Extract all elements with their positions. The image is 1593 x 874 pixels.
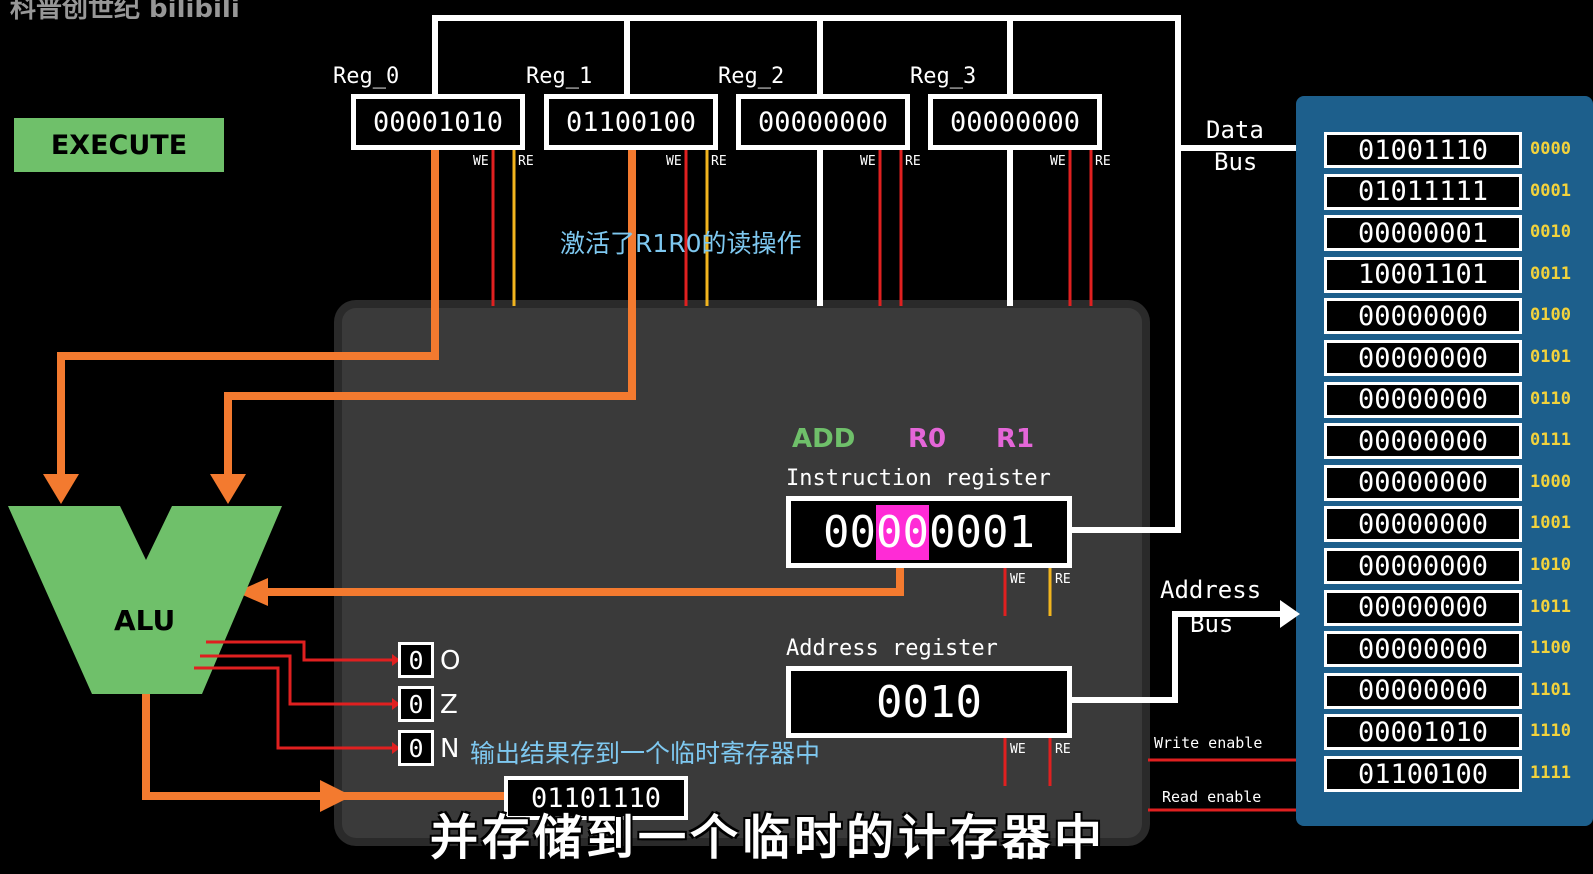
reg-2-value: 00000000: [736, 94, 910, 150]
reg-3-re: RE: [1095, 154, 1111, 169]
ar-we: WE: [1010, 742, 1026, 757]
memory-cell-value: 00001010: [1324, 714, 1522, 751]
memory-cell-value: 00000000: [1324, 423, 1522, 460]
address-register-value: 0010: [786, 666, 1072, 738]
flag-negative-value: 0: [398, 730, 434, 766]
memory-cell-address: 1101: [1530, 679, 1571, 700]
memory-cell-address: 1011: [1530, 596, 1571, 617]
memory-cell-value: 00000000: [1324, 464, 1522, 501]
address-bus-label-2: Bus: [1190, 610, 1234, 638]
data-bus-wires: [432, 15, 1300, 812]
read-enable-label: Read enable: [1162, 788, 1262, 806]
instruction-bits-prefix: 00: [823, 506, 877, 558]
address-register-title: Address register: [786, 636, 998, 661]
reg-2-we: WE: [860, 154, 876, 169]
memory-cell-value: 10001101: [1324, 256, 1522, 293]
memory-cell-address: 1111: [1530, 763, 1571, 783]
memory-cell-value: 00000000: [1324, 298, 1522, 335]
ir-we: WE: [1010, 572, 1026, 587]
address-bus-label-1: Address: [1160, 576, 1262, 604]
opcode-label: ADD: [792, 424, 856, 454]
memory-cell-address: 1010: [1530, 555, 1571, 575]
subtitle-output-store: 输出结果存到一个临时寄存器中: [470, 739, 821, 768]
flag-zero-name: Z: [440, 690, 458, 720]
temp-register-value: 01101110: [504, 776, 688, 820]
reg-0-re: RE: [518, 154, 534, 169]
memory-cell-value: 01001110: [1324, 132, 1522, 168]
operand-a-label: R0: [908, 424, 947, 454]
memory-cell-value: 00000000: [1324, 506, 1522, 543]
memory-cell-value: 00000000: [1324, 589, 1522, 626]
memory-cell-value: 00000000: [1324, 672, 1522, 709]
write-enable-label: Write enable: [1154, 734, 1263, 752]
memory-cell-address: 0111: [1530, 430, 1571, 451]
memory-cell-value: 00000000: [1324, 548, 1522, 584]
operand-b-label: R1: [996, 424, 1035, 454]
memory-cell-address: 0010: [1530, 222, 1571, 243]
memory-cell-address: 0001: [1530, 180, 1571, 201]
memory-cell-address: 1100: [1530, 638, 1571, 659]
memory-cell-value: 00000000: [1324, 631, 1522, 668]
instruction-register-title: Instruction register: [786, 466, 1051, 491]
memory-cell-value: 01100100: [1324, 756, 1522, 792]
memory-cell-address: 1000: [1530, 471, 1571, 492]
alu-label: ALU: [114, 604, 176, 637]
watermark: 科普创世纪 bilibili: [10, 0, 240, 24]
execute-stage-badge: EXECUTE: [14, 118, 224, 172]
reg-0-we: WE: [473, 154, 489, 169]
memory-cell-value: 01011111: [1324, 173, 1522, 210]
ar-re: RE: [1055, 742, 1071, 757]
memory-cell-value: 00000000: [1324, 381, 1522, 418]
memory-cell-address: 0000: [1530, 139, 1571, 159]
memory-cell-value: 00000001: [1324, 215, 1522, 252]
reg-0-label: Reg_0: [333, 64, 400, 89]
reg-1-re: RE: [711, 154, 727, 169]
alu-shape: [8, 506, 282, 694]
reg-1-label: Reg_1: [526, 64, 593, 89]
reg-3-value: 00000000: [928, 94, 1102, 150]
memory-cell-value: 00000000: [1324, 340, 1522, 376]
memory-cell-address: 0110: [1530, 388, 1571, 409]
data-bus-label-1: Data: [1206, 116, 1264, 144]
video-caption: 并存储到一个临时的计存器中: [430, 810, 1107, 866]
reg-2-re: RE: [905, 154, 921, 169]
memory-cell-address: 1001: [1530, 513, 1571, 534]
subtitle-read-activate: 激活了R1R0的读操作: [560, 229, 802, 258]
flag-zero-value: 0: [398, 686, 434, 722]
reg-0-value: 00001010: [351, 94, 525, 150]
data-bus-label-2: Bus: [1214, 148, 1258, 176]
reg-1-we: WE: [666, 154, 682, 169]
flag-negative-name: N: [440, 734, 460, 764]
reg-2-label: Reg_2: [718, 64, 785, 89]
orange-arrowheads: [43, 474, 352, 812]
memory-cell-address: 1110: [1530, 721, 1571, 742]
instruction-bits-suffix: 0001: [929, 506, 1035, 558]
reg-3-we: WE: [1050, 154, 1066, 169]
flag-overflow-value: 0: [398, 642, 434, 678]
flag-overflow-name: O: [440, 646, 461, 676]
reg-1-value: 01100100: [544, 94, 718, 150]
memory-cell-address: 0100: [1530, 305, 1571, 326]
instruction-bits-highlight: 00: [876, 504, 929, 560]
reg-3-label: Reg_3: [910, 64, 977, 89]
memory-cell-address: 0011: [1530, 263, 1571, 284]
memory-cell-address: 0101: [1530, 347, 1571, 367]
ir-re: RE: [1055, 572, 1071, 587]
